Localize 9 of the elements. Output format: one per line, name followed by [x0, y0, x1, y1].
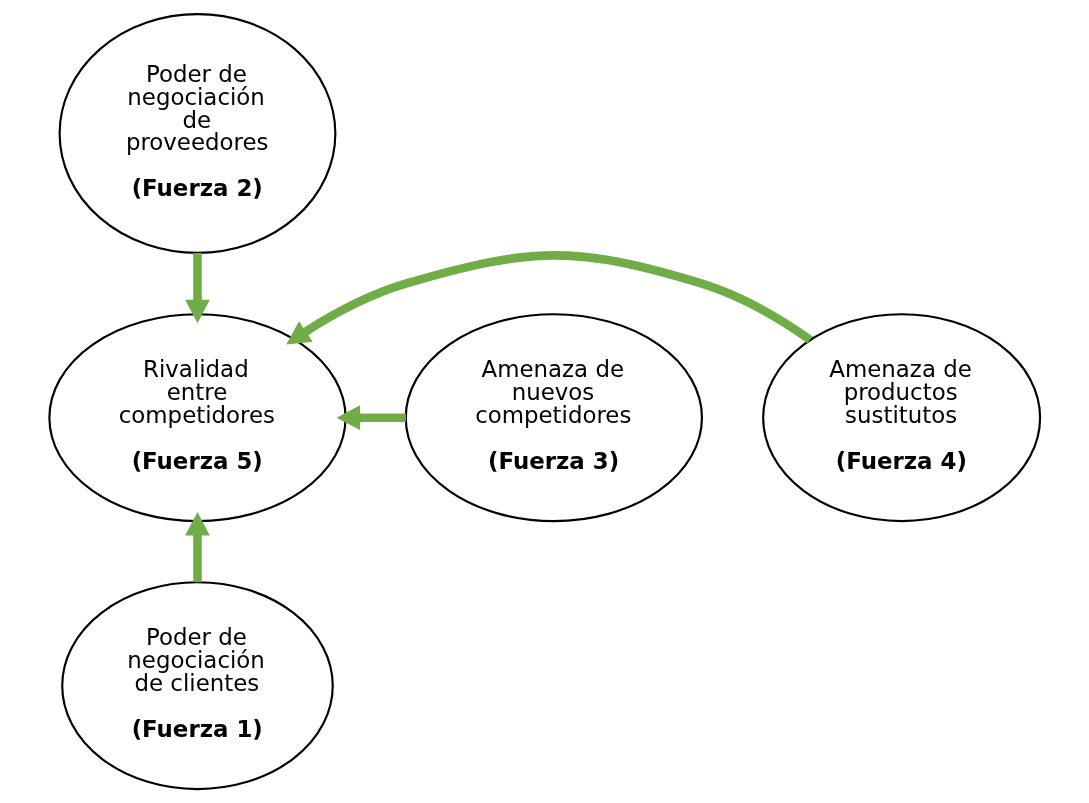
- node-ellipse: Amenaza de nuevos competidores (Fuerza 3): [404, 313, 703, 523]
- node-ellipse: Poder de negociación de proveedores (Fuerza 2): [58, 13, 336, 254]
- arrow: [184, 253, 210, 324]
- arrow: [336, 405, 406, 431]
- node-ellipse: Poder de negociación de clientes (Fuerza 1): [60, 581, 334, 791]
- node-ellipse: Rivalidad entre competidores (Fuerza 5): [47, 313, 347, 523]
- arrow: [285, 251, 813, 345]
- arrow: [184, 512, 210, 583]
- node-ellipse: Amenaza de productos sustitutos (Fuerza 4): [761, 313, 1041, 523]
